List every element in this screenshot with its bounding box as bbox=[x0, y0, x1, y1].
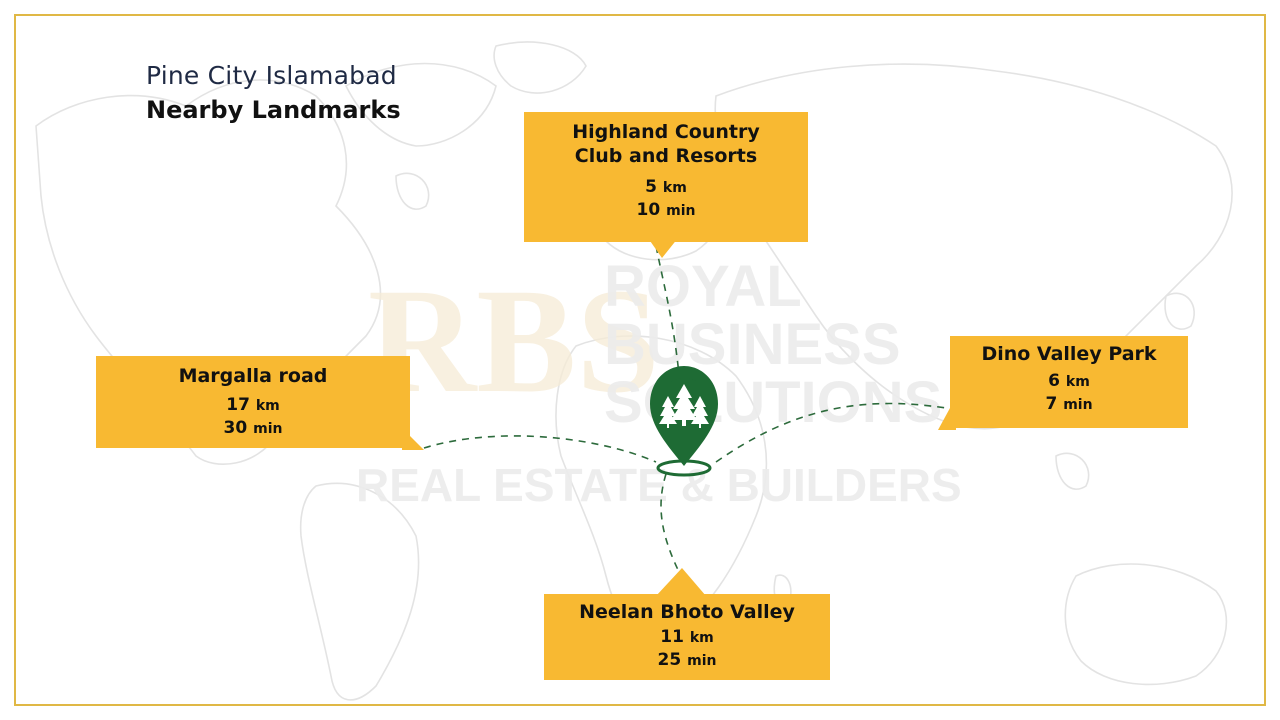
route-margalla bbox=[423, 435, 657, 463]
time-unit: min bbox=[687, 653, 717, 669]
landmark-name: Neelan Bhoto Valley bbox=[579, 601, 795, 623]
landmark-distance: 5 km bbox=[524, 176, 808, 199]
time-unit: min bbox=[1063, 397, 1093, 413]
landmark-time: 30 min bbox=[96, 417, 410, 440]
watermark-monogram: RBS bbox=[368, 258, 660, 424]
distance-value: 6 bbox=[1048, 371, 1060, 391]
landmark-distance: 6 km bbox=[950, 370, 1188, 393]
landmark-name: Highland Country bbox=[572, 121, 760, 143]
distance-unit: km bbox=[1065, 374, 1090, 390]
callout-dino: Dino Valley Park 6 km 7 min bbox=[950, 336, 1188, 428]
landmark-time: 10 min bbox=[524, 199, 808, 222]
landmark-time: 7 min bbox=[950, 393, 1188, 416]
page-subtitle: Nearby Landmarks bbox=[146, 96, 401, 124]
time-value: 10 bbox=[636, 200, 661, 220]
watermark-line1: ROYAL bbox=[604, 254, 802, 319]
distance-value: 11 bbox=[660, 627, 684, 647]
callout-neelan-pointer bbox=[656, 568, 706, 596]
landmark-name: Dino Valley Park bbox=[981, 343, 1157, 365]
landmark-distance: 17 km bbox=[96, 394, 410, 417]
distance-value: 17 bbox=[226, 395, 250, 415]
landmark-time: 25 min bbox=[544, 649, 830, 672]
callout-margalla: Margalla road 17 km 30 min bbox=[96, 356, 410, 448]
pine-trees-icon bbox=[659, 384, 709, 428]
landmark-distance: 11 km bbox=[544, 626, 830, 649]
landmark-name: Margalla road bbox=[178, 365, 328, 387]
distance-unit: km bbox=[255, 398, 280, 414]
distance-unit: km bbox=[662, 180, 687, 196]
callout-neelan: Neelan Bhoto Valley 11 km 25 min bbox=[544, 594, 830, 680]
time-value: 25 bbox=[657, 650, 682, 670]
callout-highland-pointer bbox=[648, 238, 678, 258]
callout-highland: Highland Country Club and Resorts 5 km 1… bbox=[524, 112, 808, 242]
landmark-name-line2: Club and Resorts bbox=[574, 145, 758, 167]
distance-value: 5 bbox=[645, 177, 657, 197]
routes-and-pin bbox=[423, 245, 947, 577]
time-unit: min bbox=[666, 203, 696, 219]
route-neelan bbox=[660, 473, 682, 577]
page-title: Pine City Islamabad bbox=[146, 61, 397, 90]
time-value: 7 bbox=[1045, 394, 1058, 414]
route-dino bbox=[715, 402, 947, 463]
watermark-line2: BUSINESS bbox=[604, 312, 901, 377]
distance-unit: km bbox=[689, 630, 714, 646]
time-value: 30 bbox=[223, 418, 248, 438]
time-unit: min bbox=[253, 421, 283, 437]
map-frame: RBS ROYAL BUSINESS SOLUTIONS REAL ESTATE… bbox=[14, 14, 1266, 706]
